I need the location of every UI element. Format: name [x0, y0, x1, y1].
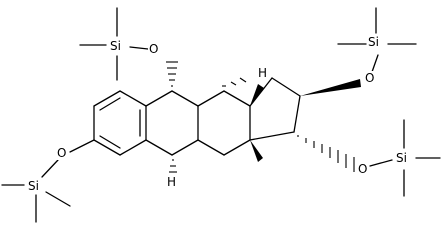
- structure-canvas: Si O O Si Si O O Si H H: [1, 7, 441, 223]
- h-top-label: H: [258, 66, 267, 80]
- h-bottom-label: H: [167, 175, 176, 189]
- stereo-bonds: [169, 77, 264, 173]
- c17-otms-bonds: [297, 119, 441, 197]
- o-top-left-label: O: [149, 42, 158, 56]
- si-top-right-label: Si: [368, 35, 379, 49]
- c3-otms-bonds: [1, 139, 95, 223]
- ring-a-bonds: [93, 90, 147, 156]
- si-bottom-left-label: Si: [28, 179, 39, 193]
- ring-c-bonds: [197, 90, 251, 156]
- si-bottom-right-label: Si: [396, 151, 407, 165]
- o-bottom-right-label: O: [358, 162, 367, 176]
- o-bottom-left-label: O: [57, 146, 66, 160]
- ring-b-bonds: [145, 90, 199, 156]
- c16-otms-bonds: [300, 7, 417, 96]
- molecule-drawing: Si O O Si Si O O Si H H: [1, 7, 441, 223]
- c6-otms-bonds: [79, 7, 178, 87]
- si-top-left-label: Si: [110, 39, 121, 53]
- o-top-right-label: O: [365, 71, 374, 85]
- ring-d-bonds: [249, 77, 301, 141]
